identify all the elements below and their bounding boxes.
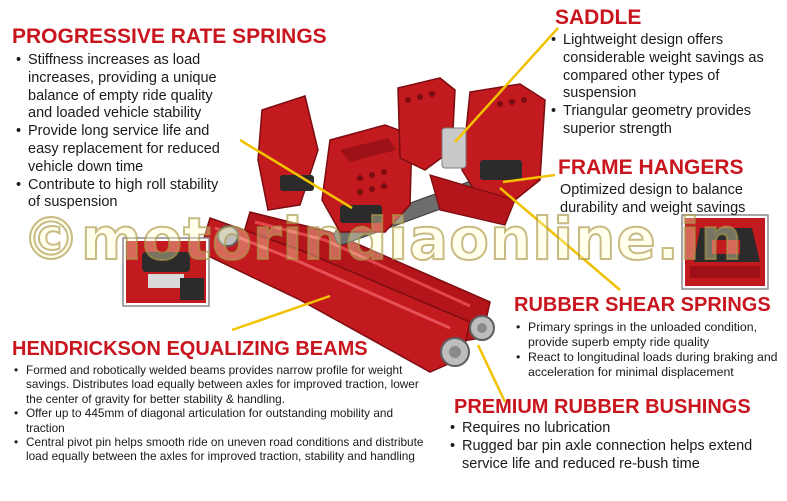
rubber-shear-springs-title: RUBBER SHEAR SPRINGS xyxy=(514,294,771,316)
saddle-bullet: Lightweight design offers considerable w… xyxy=(551,32,779,103)
callout-saddle xyxy=(454,27,559,143)
callout-equalizing-beam xyxy=(231,294,331,332)
rubber-spring-left xyxy=(340,205,382,223)
progressive-bullet: Contribute to high roll stability of sus… xyxy=(16,177,231,213)
premium-rubber-bushings-list: Requires no lubrication Rugged bar pin a… xyxy=(450,420,780,473)
rubber-spring-right xyxy=(480,160,522,180)
saddle-list: Lightweight design offers considerable w… xyxy=(551,32,779,139)
bushing-left xyxy=(217,225,239,247)
bushing-front xyxy=(440,337,470,367)
rubber-shear-bullet: React to longitudinal loads during braki… xyxy=(516,350,784,380)
hendrickson-equalizing-beams-title: HENDRICKSON EQUALIZING BEAMS xyxy=(12,338,368,360)
callout-lines xyxy=(231,27,621,403)
hendrickson-equalizing-beams-list: Formed and robotically welded beams prov… xyxy=(14,363,434,464)
rubber-shear-springs-list: Primary springs in the unloaded conditio… xyxy=(516,320,784,380)
progressive-bullet: Provide long service life and easy repla… xyxy=(16,123,231,176)
hendrickson-bullet: Offer up to 445mm of diagonal articulati… xyxy=(14,406,434,435)
inset-progressive-spring xyxy=(122,237,210,307)
callout-rubber-shear xyxy=(499,187,621,291)
frame-hangers-title: FRAME HANGERS xyxy=(558,156,744,179)
bushing-rear xyxy=(469,315,495,341)
progressive-rate-springs-list: Stiffness increases as load increases, p… xyxy=(16,52,231,212)
saddle-title: SADDLE xyxy=(555,6,642,29)
equalizing-beam-front xyxy=(199,217,471,373)
progressive-rate-springs-title: PROGRESSIVE RATE SPRINGS xyxy=(12,25,327,48)
callout-progressive xyxy=(239,138,353,210)
bushings-bullet: Requires no lubrication xyxy=(450,420,780,438)
callout-frame-hangers xyxy=(502,173,556,184)
bushings-bullet: Rugged bar pin axle connection helps ext… xyxy=(450,438,780,474)
frame-hanger-left xyxy=(257,95,413,233)
rubber-shear-bullet: Primary springs in the unloaded conditio… xyxy=(516,320,784,350)
inset-rubber-shear-spring xyxy=(681,214,769,290)
watermark: ©motorindiaonline.in xyxy=(21,204,743,274)
hendrickson-bullet: Formed and robotically welded beams prov… xyxy=(14,363,434,406)
progressive-bullet: Stiffness increases as load increases, p… xyxy=(16,52,231,123)
frame-hangers-text: Optimized design to balance durability a… xyxy=(560,182,746,216)
saddle-bullet: Triangular geometry provides superior st… xyxy=(551,103,779,139)
callout-bushings xyxy=(476,344,507,403)
hendrickson-bullet: Central pivot pin helps smooth ride on u… xyxy=(14,435,434,464)
premium-rubber-bushings-title: PREMIUM RUBBER BUSHINGS xyxy=(454,396,751,418)
